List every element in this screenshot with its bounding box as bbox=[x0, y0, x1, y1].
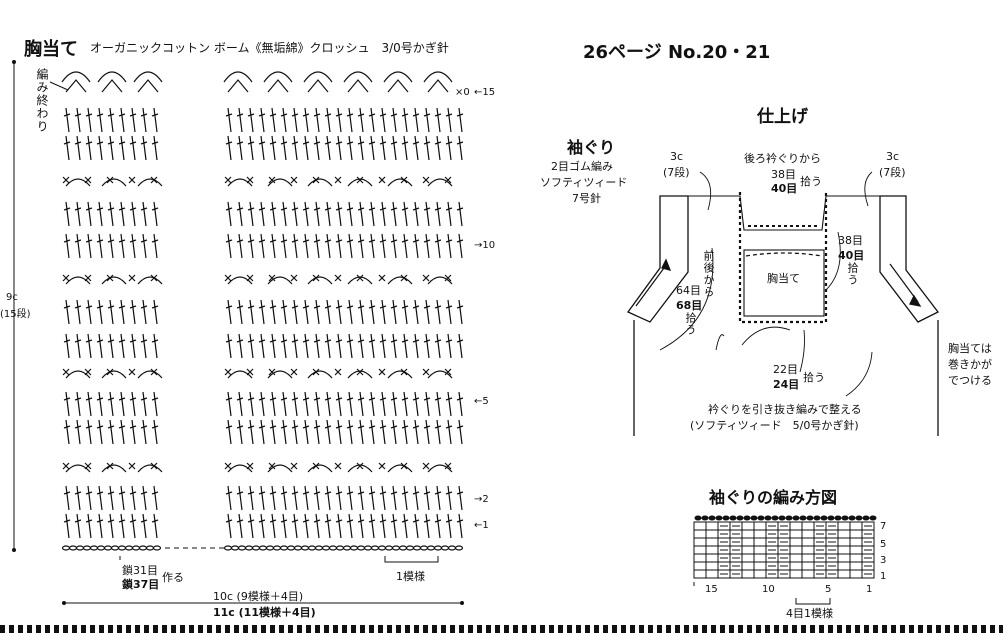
neck-finish-1: 衿ぐりを引き抜き編みで整える bbox=[708, 403, 862, 416]
left-band-height: 3c bbox=[670, 150, 684, 163]
bib-label: 胸当て bbox=[767, 272, 800, 285]
chart-col-1: 1 bbox=[866, 584, 873, 595]
armhole-needle: 7号針 bbox=[572, 192, 601, 205]
row-marker-10: →10 bbox=[474, 240, 496, 251]
yarn-spec: オーガニックコットン ボーム《無垢綿》クロッシュ 3/0号かぎ針 bbox=[90, 41, 449, 55]
finishing-schematic bbox=[627, 171, 939, 436]
height-rows: (15段) bbox=[0, 309, 31, 320]
finish-label: 編み終わり bbox=[35, 68, 49, 133]
right-38: 38目 bbox=[838, 234, 863, 247]
height-label: 9c bbox=[6, 292, 18, 303]
width-label-2: 11c (11模様＋4目) bbox=[213, 606, 316, 619]
chart-col-5: 5 bbox=[825, 584, 832, 595]
right-40: 40目 bbox=[838, 249, 865, 262]
right-pickup: 拾う bbox=[846, 262, 859, 286]
armhole-chart-title: 袖ぐりの編み方図 bbox=[709, 488, 838, 507]
back-40: 40目 bbox=[771, 182, 798, 195]
bib-note-2: 巻きかが bbox=[948, 358, 992, 371]
row-end-label: ×0 bbox=[455, 87, 470, 98]
armhole-title: 袖ぐり bbox=[567, 138, 616, 157]
page-reference: 26ページ No.20・21 bbox=[583, 42, 771, 63]
finishing-title: 仕上げ bbox=[757, 107, 808, 127]
repeat-label: 1模様 bbox=[396, 570, 425, 583]
side-64: 64目 bbox=[676, 284, 701, 297]
chart-row-3: 3 bbox=[880, 555, 887, 566]
bottom-pickup: 拾う bbox=[803, 371, 825, 384]
bib-note-1: 胸当ては bbox=[948, 342, 992, 355]
page-edge-border bbox=[0, 625, 1003, 633]
row-marker-15: ←15 bbox=[474, 87, 496, 98]
back-38: 38目 bbox=[771, 168, 796, 181]
right-armhole-band bbox=[879, 195, 939, 323]
armhole-rib: 2目ゴム編み bbox=[551, 160, 613, 173]
chart-repeat-bracket bbox=[795, 598, 831, 605]
chart-col-15: 15 bbox=[705, 584, 718, 595]
row-marker-2: →2 bbox=[474, 494, 489, 505]
chart-col-10: 10 bbox=[762, 584, 775, 595]
bib-piece bbox=[743, 249, 825, 317]
left-band-arrow bbox=[635, 267, 665, 307]
chart-row-7: 7 bbox=[880, 521, 887, 532]
side-pickup: 拾う bbox=[684, 312, 697, 336]
chart-right-block bbox=[223, 71, 464, 551]
front-back-from: 前後から bbox=[702, 250, 715, 298]
armhole-chart bbox=[693, 515, 877, 605]
left-band-rows: (7段) bbox=[663, 166, 690, 179]
right-band-rows: (7段) bbox=[879, 166, 906, 179]
armhole-yarn: ソフティツィード bbox=[540, 176, 628, 189]
width-label-1: 10c (9模様＋4目) bbox=[213, 590, 304, 603]
chain-count-1: 鎖31目 bbox=[122, 564, 158, 577]
neck-finish-2: (ソフティツィード 5/0号かぎ針) bbox=[690, 419, 859, 432]
bib-title: 胸当て bbox=[24, 39, 78, 60]
bib-note-3: でつける bbox=[948, 374, 992, 387]
bottom-24: 24目 bbox=[773, 378, 800, 391]
chart-repeat-label: 4目1模様 bbox=[786, 607, 833, 620]
dim-dot bbox=[12, 548, 16, 552]
neck-pickup-edge bbox=[738, 192, 828, 324]
back-neck-label: 後ろ衿ぐりから bbox=[744, 152, 821, 165]
chart-row-1: 1 bbox=[880, 571, 887, 582]
chain-make: 作る bbox=[162, 571, 184, 584]
finish-arrow bbox=[49, 81, 69, 91]
row-marker-5: ←5 bbox=[474, 396, 489, 407]
row-marker-1: ←1 bbox=[474, 520, 489, 531]
back-pickup: 拾う bbox=[800, 175, 822, 188]
side-68: 68目 bbox=[676, 299, 703, 312]
chart-row-5: 5 bbox=[880, 539, 887, 550]
chart-left-block bbox=[61, 71, 163, 551]
right-band-height: 3c bbox=[886, 150, 900, 163]
repeat-bracket bbox=[384, 556, 439, 563]
bottom-22: 22目 bbox=[773, 363, 798, 376]
chain-count-2: 鎖37目 bbox=[122, 578, 160, 591]
dim-dot bbox=[12, 60, 16, 64]
